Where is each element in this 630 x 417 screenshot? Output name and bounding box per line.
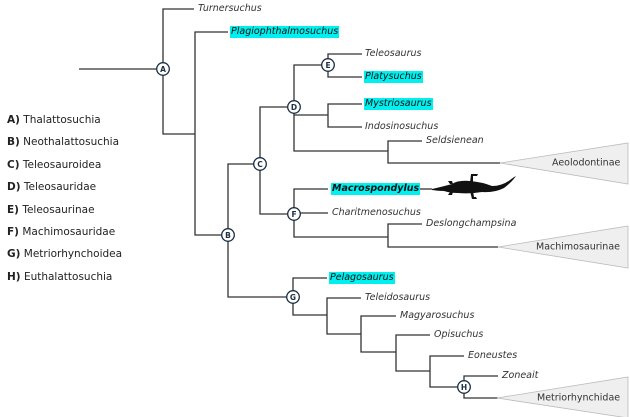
svg-text:F: F [291, 210, 296, 219]
legend-key: D) [7, 181, 21, 194]
clade-triangle-metriorhynchidae [496, 376, 629, 417]
svg-text:D: D [291, 103, 297, 112]
svg-text:A: A [160, 65, 166, 74]
legend-name: Metriorhynchoidea [23, 248, 123, 261]
taxon-zoneait: Zoneait [502, 370, 539, 381]
legend-item-d: D) Teleosauridae [7, 176, 122, 198]
legend-item-e: E) Teleosaurinae [7, 199, 122, 221]
taxon-charitmenosuchus: Charitmenosuchus [332, 207, 421, 218]
legend-item-a: A) Thalattosuchia [7, 109, 122, 131]
node-legend: A) Thalattosuchia B) Neothalattosuchia C… [7, 109, 122, 288]
legend-name: Machimosauridae [22, 225, 116, 238]
legend-item-b: B) Neothalattosuchia [7, 131, 122, 153]
branch-eoneus [429, 355, 464, 388]
svg-text:B: B [225, 231, 231, 240]
legend-key: G) [7, 248, 21, 261]
taxon-turnersuchus: Turnersuchus [198, 3, 262, 14]
svg-text:H: H [461, 383, 467, 392]
legend-item-f: F) Machimosauridae [7, 221, 122, 243]
node-c: C [253, 157, 267, 171]
legend-name: Teleosauroidea [22, 158, 102, 171]
node-b: B [221, 228, 235, 242]
crocodyliform-silhouette-icon [432, 174, 516, 199]
branch-deslong [387, 223, 498, 248]
legend-name: Euthalattosuchia [23, 270, 113, 283]
taxon-indosinosuchus: Indosinosuchus [365, 121, 439, 132]
branch-teleido [326, 297, 361, 335]
legend-name: Teleosaurinae [22, 203, 95, 216]
taxon-teleidosaurus: Teleidosaurus [365, 292, 431, 303]
node-f: F [287, 207, 301, 221]
clade-label-aeolodontinae: Aeolodontinae [552, 157, 621, 169]
taxon-eoneustes: Eoneustes [468, 350, 518, 361]
clade-triangle-machimosaurinae [497, 225, 629, 269]
legend-key: C) [7, 158, 20, 171]
node-g: G [286, 290, 300, 304]
taxon-opisuchus: Opisuchus [434, 329, 484, 340]
legend-key: E) [7, 203, 19, 216]
legend-name: Neothalattosuchia [23, 136, 120, 149]
taxon-teleosaurus: Teleosaurus [365, 48, 422, 59]
taxon-seldsienean: Seldsienean [426, 135, 484, 146]
node-d: D [287, 100, 301, 114]
taxon-platysuchus: Platysuchus [364, 71, 423, 83]
clade-label-machimosaurinae: Machimosaurinae [536, 241, 620, 253]
taxon-magyarosuchus: Magyarosuchus [400, 310, 475, 321]
legend-item-g: G) Metriorhynchoidea [7, 243, 122, 265]
legend-key: B) [7, 136, 20, 149]
svg-text:G: G [290, 293, 296, 302]
branch-plagio-b [194, 31, 228, 236]
taxon-mystriosaurus: Mystriosaurus [364, 98, 433, 110]
branch-opisu [395, 334, 430, 372]
node-markers: A B C D E F G H [156, 58, 471, 394]
legend-item-c: C) Teleosauroidea [7, 154, 122, 176]
svg-text:C: C [257, 160, 263, 169]
taxon-macrospondylus: Macrospondylus [331, 183, 421, 195]
legend-name: Thalattosuchia [23, 114, 101, 126]
clade-label-metriorhynchidae: Metriorhynchidae [537, 392, 621, 404]
branch-magyaro [360, 315, 396, 353]
svg-text:E: E [325, 61, 330, 70]
legend-name: Teleosauridae [23, 181, 97, 194]
taxon-plagiophthalmosuchus: Plagiophthalmosuchus [230, 26, 340, 38]
legend-key: H) [7, 270, 21, 283]
taxon-deslongchampsina: Deslongchampsina [426, 218, 517, 229]
node-a: A [156, 62, 170, 76]
legend-key: A) [7, 114, 20, 126]
taxon-pelagosaurus: Pelagosaurus [329, 272, 395, 284]
branch-seldsienean [387, 140, 500, 164]
legend-item-h: H) Euthalattosuchia [7, 266, 122, 288]
node-e: E [321, 58, 335, 72]
node-h: H [457, 380, 471, 394]
clade-triangle-aeolodontinae [499, 142, 629, 185]
legend-key: F) [7, 225, 19, 238]
branch-mystrio-indosino [327, 103, 362, 128]
